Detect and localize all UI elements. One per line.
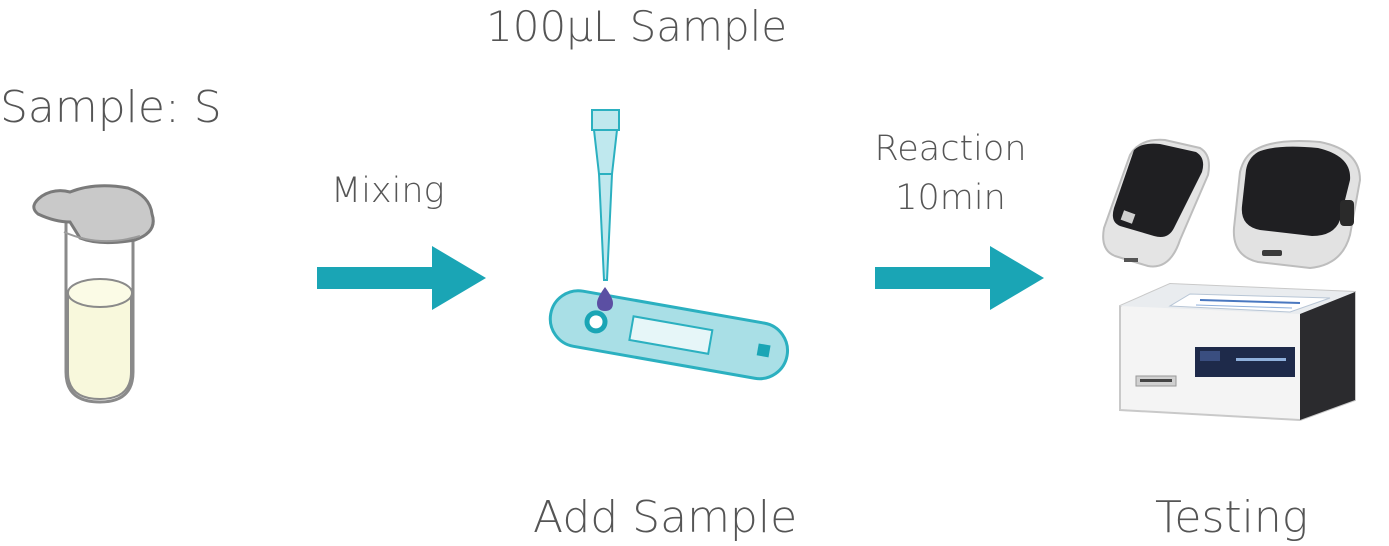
desktop-analyzer-icon [1119, 282, 1356, 422]
reaction-label-line1: Reaction [874, 129, 1027, 169]
reaction-arrow-icon [875, 246, 1044, 310]
reaction-step-label: Reaction 10min [868, 125, 1033, 223]
add-sample-step-label: Add Sample [533, 492, 798, 543]
sample-tube-icon [32, 184, 155, 404]
sample-volume-label: 100μL Sample [486, 2, 788, 51]
mixing-step-label: Mixing [331, 171, 445, 211]
pipette-tip-icon [591, 109, 620, 281]
sample-drop-icon [597, 287, 613, 311]
sample-type-label: Sample: S [0, 82, 222, 133]
handheld-reader-icon [1102, 138, 1210, 268]
test-strip-icon [548, 289, 790, 381]
portable-reader-icon [1232, 140, 1362, 270]
analyzer-devices-icon [1102, 138, 1362, 422]
reaction-label-line2: 10min [895, 178, 1006, 218]
testing-step-label: Testing [1155, 492, 1309, 543]
mixing-arrow-icon [317, 246, 486, 310]
